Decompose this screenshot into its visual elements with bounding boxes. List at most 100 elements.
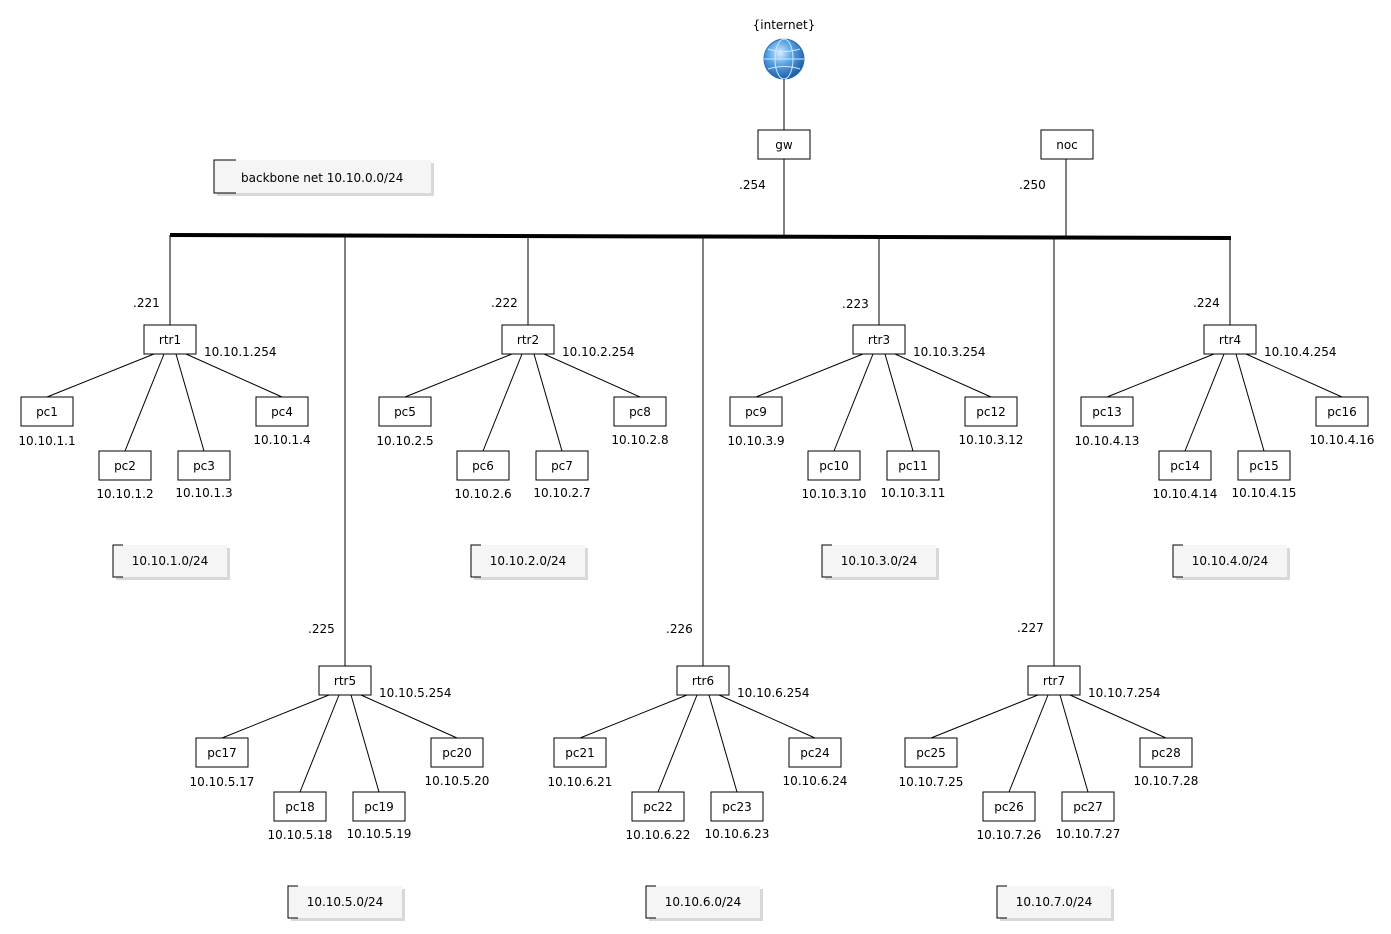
- pc-node-pc22[interactable]: pc22: [631, 791, 685, 822]
- pc28-label: pc28: [1151, 746, 1180, 760]
- pc-node-pc11[interactable]: pc11: [886, 450, 940, 481]
- router-group-rtr1: .221pc110.10.1.1pc210.10.1.2pc310.10.1.3…: [18, 235, 311, 580]
- router-node-rtr5[interactable]: rtr5: [318, 665, 372, 696]
- pc16-box: [1315, 396, 1369, 427]
- pc-node-pc25[interactable]: pc25: [904, 737, 958, 768]
- pc-node-pc7[interactable]: pc7: [535, 450, 589, 481]
- pc-node-pc9[interactable]: pc9: [729, 396, 783, 427]
- pc27-label: pc27: [1073, 800, 1102, 814]
- rtr4-lan-addr: 10.10.4.254: [1264, 345, 1337, 359]
- pc-node-pc14[interactable]: pc14: [1158, 450, 1212, 481]
- pc-node-pc3[interactable]: pc3: [177, 450, 231, 481]
- rtr7-backbone-addr: .227: [1017, 621, 1044, 635]
- pc-node-pc23[interactable]: pc23: [710, 791, 764, 822]
- pc16-label: pc16: [1327, 405, 1356, 419]
- pc-node-pc28[interactable]: pc28: [1139, 737, 1193, 768]
- pc12-box: [964, 396, 1018, 427]
- rtr4-label: rtr4: [1219, 333, 1241, 347]
- pc-node-pc2[interactable]: pc2: [98, 450, 152, 481]
- pc-node-pc27[interactable]: pc27: [1061, 791, 1115, 822]
- pc9-link: [755, 353, 864, 398]
- pc2-addr: 10.10.1.2: [96, 487, 153, 501]
- pc-node-pc20[interactable]: pc20: [430, 737, 484, 768]
- pc19-link: [350, 694, 380, 793]
- rtr4-backbone-addr: .224: [1193, 296, 1220, 310]
- pc10-addr: 10.10.3.10: [802, 487, 867, 501]
- pc15-label: pc15: [1249, 459, 1278, 473]
- rtr5-box: [318, 665, 372, 696]
- router-node-rtr2[interactable]: rtr2: [501, 324, 555, 355]
- gw-node[interactable]: gw: [757, 129, 811, 160]
- pc6-addr: 10.10.2.6: [454, 487, 511, 501]
- pc-node-pc21[interactable]: pc21: [553, 737, 607, 768]
- pc-node-pc4[interactable]: pc4: [255, 396, 309, 427]
- rtr1-net-note: 10.10.1.0/24: [112, 544, 230, 580]
- router-node-rtr3[interactable]: rtr3: [852, 324, 906, 355]
- pc21-link: [579, 694, 688, 739]
- pc11-link: [884, 353, 914, 452]
- router-group-rtr5: .225pc1710.10.5.17pc1810.10.5.18pc1910.1…: [190, 235, 489, 921]
- rtr1-label: rtr1: [159, 333, 181, 347]
- pc-node-pc16[interactable]: pc16: [1315, 396, 1369, 427]
- pc-node-pc19[interactable]: pc19: [352, 791, 406, 822]
- router-node-rtr4[interactable]: rtr4: [1203, 324, 1257, 355]
- pc-node-pc5[interactable]: pc5: [378, 396, 432, 427]
- pc-node-pc18[interactable]: pc18: [273, 791, 327, 822]
- pc1-addr: 10.10.1.1: [18, 434, 75, 448]
- router-node-rtr6[interactable]: rtr6: [676, 665, 730, 696]
- router-group-rtr2: .222pc510.10.2.5pc610.10.2.6pc710.10.2.7…: [376, 236, 669, 580]
- pc7-link: [533, 353, 563, 452]
- backbone-bus: [169, 233, 1232, 240]
- pc-node-pc6[interactable]: pc6: [456, 450, 510, 481]
- pc-node-pc8[interactable]: pc8: [613, 396, 667, 427]
- pc1-label: pc1: [36, 405, 58, 419]
- pc25-box: [904, 737, 958, 768]
- rtr3-net-note: 10.10.3.0/24: [821, 544, 939, 580]
- rtr3-lan-addr: 10.10.3.254: [913, 345, 986, 359]
- gw-label: gw: [775, 138, 793, 152]
- pc-node-pc26[interactable]: pc26: [982, 791, 1036, 822]
- pc4-label: pc4: [271, 405, 293, 419]
- router-group-rtr4: .224pc1310.10.4.13pc1410.10.4.14pc1510.1…: [1075, 237, 1375, 580]
- pc20-box: [430, 737, 484, 768]
- pc-node-pc1[interactable]: pc1: [20, 396, 74, 427]
- pc-node-pc13[interactable]: pc13: [1080, 396, 1134, 427]
- pc27-link: [1059, 694, 1089, 793]
- rtr2-backbone-addr: .222: [491, 296, 518, 310]
- rtr6-label: rtr6: [692, 674, 714, 688]
- pc8-link: [543, 353, 641, 398]
- pc6-label: pc6: [472, 459, 494, 473]
- rtr7-net-label: 10.10.7.0/24: [1016, 895, 1093, 909]
- pc-node-pc17[interactable]: pc17: [195, 737, 249, 768]
- pc16-addr: 10.10.4.16: [1310, 433, 1375, 447]
- rtr4-net-label: 10.10.4.0/24: [1192, 554, 1269, 568]
- pc21-label: pc21: [565, 746, 594, 760]
- pc3-link: [175, 353, 205, 452]
- rtr1-backbone-addr: .221: [133, 296, 160, 310]
- pc27-addr: 10.10.7.27: [1056, 827, 1121, 841]
- pc20-label: pc20: [442, 746, 471, 760]
- rtr6-backbone-addr: .226: [666, 622, 693, 636]
- globe-icon[interactable]: [763, 38, 805, 80]
- pc5-label: pc5: [394, 405, 416, 419]
- pc-node-pc24[interactable]: pc24: [788, 737, 842, 768]
- pc7-addr: 10.10.2.7: [533, 486, 590, 500]
- pc13-addr: 10.10.4.13: [1075, 434, 1140, 448]
- pc14-link: [1184, 353, 1225, 452]
- noc-node[interactable]: noc: [1040, 129, 1094, 160]
- pc10-box: [807, 450, 861, 481]
- pc7-box: [535, 450, 589, 481]
- pc18-addr: 10.10.5.18: [268, 828, 333, 842]
- rtr1-lan-addr: 10.10.1.254: [204, 345, 277, 359]
- pc13-box: [1080, 396, 1134, 427]
- pc17-box: [195, 737, 249, 768]
- pc-node-pc10[interactable]: pc10: [807, 450, 861, 481]
- pc28-link: [1069, 694, 1167, 739]
- pc-node-pc12[interactable]: pc12: [964, 396, 1018, 427]
- pc-node-pc15[interactable]: pc15: [1237, 450, 1291, 481]
- pc8-addr: 10.10.2.8: [611, 433, 668, 447]
- router-node-rtr1[interactable]: rtr1: [143, 324, 197, 355]
- pc9-addr: 10.10.3.9: [727, 434, 784, 448]
- router-group-rtr6: .226pc2110.10.6.21pc2210.10.6.22pc2310.1…: [548, 236, 847, 921]
- router-node-rtr7[interactable]: rtr7: [1027, 665, 1081, 696]
